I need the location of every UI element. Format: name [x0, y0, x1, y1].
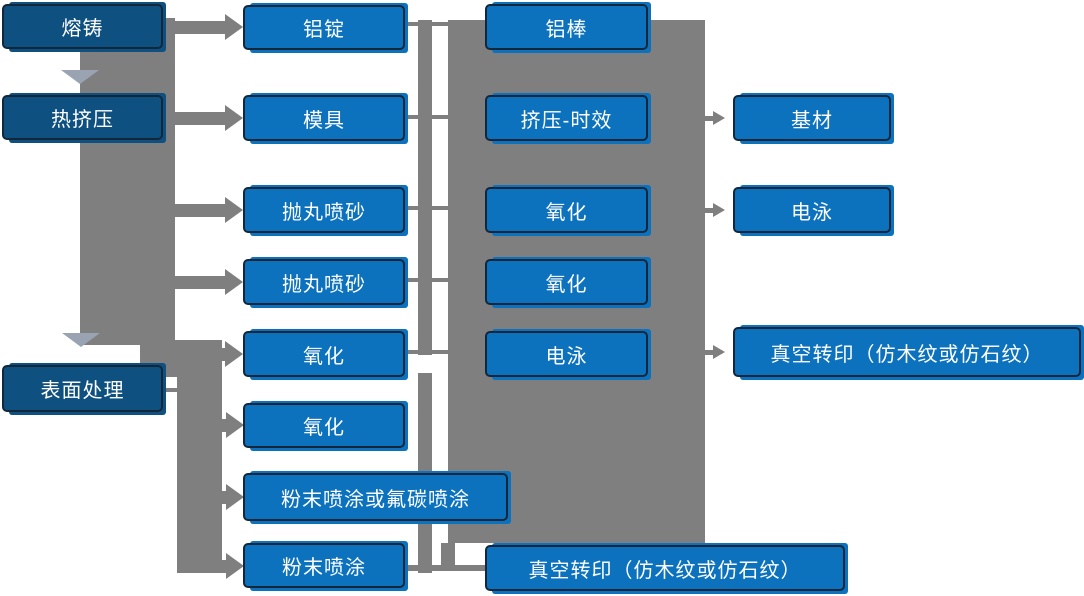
right-arrowhead-mold: [225, 105, 243, 131]
node-vacuum-transfer-print-2: 真空转印（仿木纹或仿石纹）: [733, 327, 1081, 377]
connector-arrow-body-shotblast-2: [175, 276, 225, 289]
node-label: 氧化: [545, 273, 588, 296]
node-label: 热挤压: [51, 109, 114, 131]
node-label: 粉末喷涂或氟碳喷涂: [281, 488, 470, 511]
connector-left-trunk: [80, 18, 175, 345]
connector-arrow-body-electrophoresis: [703, 208, 713, 213]
node-electrophoresis-1: 电泳: [485, 331, 648, 377]
node-aluminum-ingot: 铝锭: [243, 5, 405, 50]
node-label: 基材: [791, 109, 833, 132]
right-arrowhead-ingot: [225, 14, 243, 40]
node-label: 氧化: [303, 345, 345, 368]
node-aluminum-rod: 铝棒: [485, 4, 648, 50]
node-oxidation-3: 氧化: [485, 187, 648, 233]
link-shotblast1-oxidation: [406, 206, 450, 210]
connector-arrow-body-oxidation-1: [175, 348, 225, 361]
node-label: 氧化: [303, 417, 345, 439]
node-surface-treatment: 表面处理: [2, 365, 163, 412]
right-arrowhead-shotblast-2: [225, 269, 243, 295]
node-powder-coating: 粉末喷涂: [243, 543, 405, 588]
node-label: 铝锭: [303, 19, 345, 41]
connector-arrow-body-ingot: [175, 21, 225, 34]
right-arrowhead-powder-fluoro: [226, 484, 244, 510]
right-arrowhead-base-material: [713, 111, 725, 125]
node-label: 真空转印（仿木纹或仿石纹）: [770, 343, 1044, 366]
connector-arrow-body-shotblast-1: [175, 204, 225, 217]
right-arrowhead-oxidation-2: [226, 412, 244, 438]
connector-arrow-body-base-material: [703, 116, 713, 121]
node-label: 挤压-时效: [520, 109, 613, 132]
link-ingot-rod: [406, 22, 450, 26]
node-hot-extrusion: 热挤压: [2, 95, 163, 140]
node-shot-blasting-1: 抛丸喷砂: [243, 187, 405, 233]
node-oxidation-4: 氧化: [485, 259, 648, 305]
node-label: 熔铸: [61, 18, 104, 40]
link-mold-extrusion: [406, 115, 450, 119]
node-shot-blasting-2: 抛丸喷砂: [243, 259, 405, 305]
right-arrowhead-oxidation-1: [225, 341, 243, 367]
node-electrophoresis-2: 电泳: [733, 187, 891, 233]
node-label: 电泳: [791, 201, 833, 224]
right-arrowhead-vacuum-print: [713, 345, 725, 359]
down-arrowhead-to-hot-extrusion: [61, 70, 99, 84]
node-mold: 模具: [243, 95, 405, 141]
connector-arrow-body-vacuum-print: [703, 350, 713, 355]
node-label: 抛丸喷砂: [282, 273, 366, 296]
node-melting-casting: 熔铸: [2, 4, 163, 49]
node-label: 模具: [303, 109, 345, 132]
node-label: 氧化: [545, 201, 588, 224]
connector-arrow-body-powder: [218, 560, 226, 573]
node-powder-or-fluorocarbon-coating: 粉末喷涂或氟碳喷涂: [243, 473, 508, 521]
connector-mid-bar-upper: [418, 20, 432, 355]
link-shotblast2-oxidation: [406, 278, 450, 282]
right-arrowhead-shotblast-1: [225, 197, 243, 223]
right-arrowhead-electrophoresis: [713, 203, 725, 217]
node-label: 铝棒: [545, 18, 588, 41]
node-oxidation-2: 氧化: [243, 403, 405, 448]
node-label: 抛丸喷砂: [282, 201, 366, 224]
node-vacuum-transfer-print-1: 真空转印（仿木纹或仿石纹）: [485, 545, 845, 591]
connector-surface-treatment-stub: [163, 388, 179, 392]
node-oxidation-1: 氧化: [243, 331, 405, 377]
link-oxidation-electrophoresis: [406, 350, 450, 354]
connector-block-leg: [441, 543, 455, 571]
connector-arrow-body-powder-fluoro: [218, 491, 226, 504]
node-base-material: 基材: [733, 95, 891, 141]
node-extrusion-aging: 挤压-时效: [485, 95, 648, 141]
node-label: 表面处理: [40, 380, 125, 402]
right-arrowhead-powder: [226, 553, 244, 579]
node-label: 真空转印（仿木纹或仿石纹）: [528, 559, 802, 582]
node-label: 粉末喷涂: [282, 557, 366, 579]
connector-arrow-body-mold: [175, 112, 225, 125]
connector-lower-trunk: [177, 345, 222, 573]
link-powder-vacuumprint: [406, 565, 487, 571]
down-arrowhead-to-surface-treatment: [62, 333, 100, 347]
node-label: 电泳: [545, 345, 588, 368]
connector-arrow-body-oxidation-2: [218, 419, 226, 432]
